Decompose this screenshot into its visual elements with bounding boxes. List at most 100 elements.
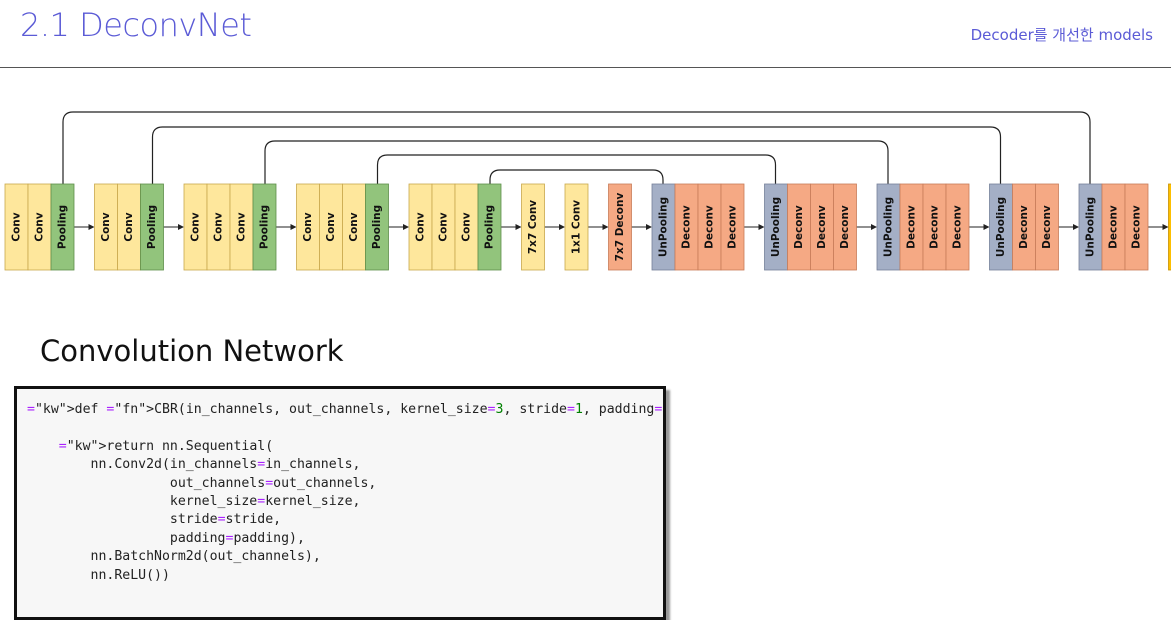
layer-group: UnPooling Deconv Deconv [1079, 184, 1148, 270]
block-label: Conv [438, 212, 450, 241]
block-label: Deconv [1108, 205, 1120, 249]
block-label: Conv [100, 212, 112, 241]
block-label: UnPooling [995, 197, 1007, 257]
block-label: UnPooling [658, 197, 670, 257]
conv-block: Conv [28, 184, 51, 270]
block-label: UnPooling [1085, 197, 1097, 257]
conv-block: Conv [5, 184, 28, 270]
block-label: Pooling [57, 205, 69, 249]
block-label: Conv [11, 212, 23, 241]
code-line: kernel_size=kernel_size, [27, 494, 360, 509]
block-label: Pooling [146, 205, 158, 249]
layer-group: Conv Conv Pooling [5, 184, 74, 270]
block-label: Conv [123, 212, 135, 241]
skip-connection [265, 141, 888, 184]
conv-block: Conv [320, 184, 343, 270]
code-content: ="kw">def ="fn">CBR(in_channels, out_cha… [17, 389, 663, 585]
conv-block: 1x1 Conv [565, 184, 588, 270]
conv-block: Conv [297, 184, 320, 270]
unpool-block: UnPooling [1079, 184, 1102, 270]
block-label: Pooling [371, 205, 383, 249]
block-label: 7x7 Deconv [614, 193, 626, 262]
pool-block: Pooling [51, 184, 74, 270]
deconv-block: 7x7 Deconv [609, 184, 632, 270]
code-block: ="kw">def ="fn">CBR(in_channels, out_cha… [14, 386, 666, 620]
code-line: padding=padding), [27, 531, 305, 546]
block-label: Deconv [816, 205, 828, 249]
header-divider [0, 67, 1171, 68]
block-label: Conv [34, 212, 46, 241]
block-label: Deconv [704, 205, 716, 249]
code-line: nn.ReLU()) [27, 568, 170, 583]
deconv-block: Deconv [788, 184, 811, 270]
conv-block: Conv [432, 184, 455, 270]
block-label: Pooling [484, 205, 496, 249]
pool-block: Pooling [141, 184, 164, 270]
block-label: Deconv [952, 205, 964, 249]
block-label: Conv [461, 212, 473, 241]
deconv-block: Deconv [900, 184, 923, 270]
block-label: UnPooling [770, 197, 782, 257]
unpool-block: UnPooling [652, 184, 675, 270]
conv-block: Conv [118, 184, 141, 270]
block-label: Deconv [681, 205, 693, 249]
conv-block: Conv [409, 184, 432, 270]
section-title: Convolution Network [40, 334, 344, 368]
block-label: Conv [325, 212, 337, 241]
deconv-block: Deconv [946, 184, 969, 270]
unpool-block: UnPooling [990, 184, 1013, 270]
conv-block: 7x7 Conv [522, 184, 545, 270]
block-label: Deconv [1041, 205, 1053, 249]
code-line: ="kw">return nn.Sequential( [27, 439, 273, 454]
block-label: Conv [213, 212, 225, 241]
block-label: Deconv [793, 205, 805, 249]
deconv-block: Deconv [698, 184, 721, 270]
layer-group: UnPooling Deconv Deconv Deconv [765, 184, 857, 270]
conv-block: Conv [95, 184, 118, 270]
skip-connection [63, 112, 1090, 184]
block-label: Conv [190, 212, 202, 241]
code-line: nn.Conv2d(in_channels=in_channels, [27, 457, 360, 472]
conv-block: Conv [207, 184, 230, 270]
block-label: UnPooling [883, 197, 895, 257]
unpool-block: UnPooling [877, 184, 900, 270]
skip-connections [63, 112, 1090, 184]
deconv-block: Deconv [923, 184, 946, 270]
block-label: Deconv [839, 205, 851, 249]
title-text: DeconvNet [79, 6, 251, 44]
pool-block: Pooling [478, 184, 501, 270]
code-line: nn.BatchNorm2d(out_channels), [27, 549, 321, 564]
layer-group: 1x1 Conv [565, 184, 588, 270]
layer-group: 7x7 Deconv [609, 184, 632, 270]
deconv-block: Deconv [1036, 184, 1059, 270]
page-title: 2.1 DeconvNet [20, 6, 251, 44]
deconv-block: Deconv [1125, 184, 1148, 270]
unpool-block: UnPooling [765, 184, 788, 270]
pool-block: Pooling [253, 184, 276, 270]
skip-connection [490, 170, 663, 184]
deconv-block: Deconv [675, 184, 698, 270]
conv-block: Conv [455, 184, 478, 270]
block-label: Conv [348, 212, 360, 241]
layer-group: Conv Conv Conv Pooling [184, 184, 276, 270]
conv-block: Conv [184, 184, 207, 270]
layer-group: Conv Conv Conv Pooling [409, 184, 501, 270]
block-label: Deconv [906, 205, 918, 249]
layer-group: Conv Conv Conv Pooling [297, 184, 389, 270]
deconv-block: Deconv [1102, 184, 1125, 270]
block-label: Conv [415, 212, 427, 241]
block-label: Conv [302, 212, 314, 241]
conv-block: Conv [230, 184, 253, 270]
block-label: Conv [236, 212, 248, 241]
deconv-block: Deconv [721, 184, 744, 270]
deconv-block: Deconv [1013, 184, 1036, 270]
code-line: stride=stride, [27, 512, 281, 527]
page-subtitle: Decoder를 개선한 models [971, 24, 1153, 45]
deconv-block: Deconv [811, 184, 834, 270]
block-label: Deconv [1018, 205, 1030, 249]
code-line: out_channels=out_channels, [27, 476, 376, 491]
title-number: 2.1 [20, 6, 69, 44]
block-label: 1x1 Conv [571, 200, 583, 254]
layer-group: UnPooling Deconv Deconv [990, 184, 1059, 270]
layer-group: UnPooling Deconv Deconv Deconv [877, 184, 969, 270]
